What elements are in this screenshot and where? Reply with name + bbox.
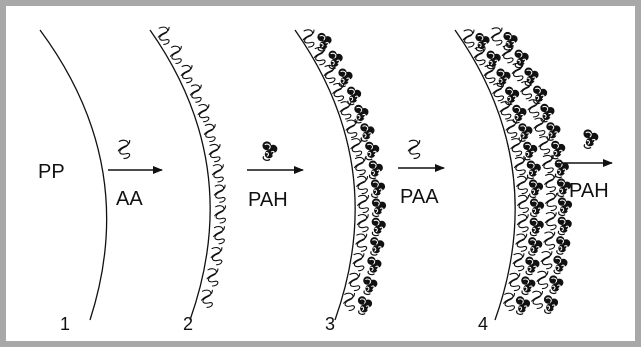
stage-number: 4 xyxy=(478,314,488,334)
step3-reagent-label: PAA xyxy=(400,186,439,208)
stage-number: 3 xyxy=(325,314,335,334)
step2-reagent-label: PAH xyxy=(248,189,288,211)
surface-label: PP xyxy=(38,161,65,183)
step1-reagent-label: AA xyxy=(116,188,143,210)
stage-number: 1 xyxy=(60,314,70,334)
stage-number: 2 xyxy=(183,314,193,334)
step4-reagent-label: PAH xyxy=(569,180,609,202)
